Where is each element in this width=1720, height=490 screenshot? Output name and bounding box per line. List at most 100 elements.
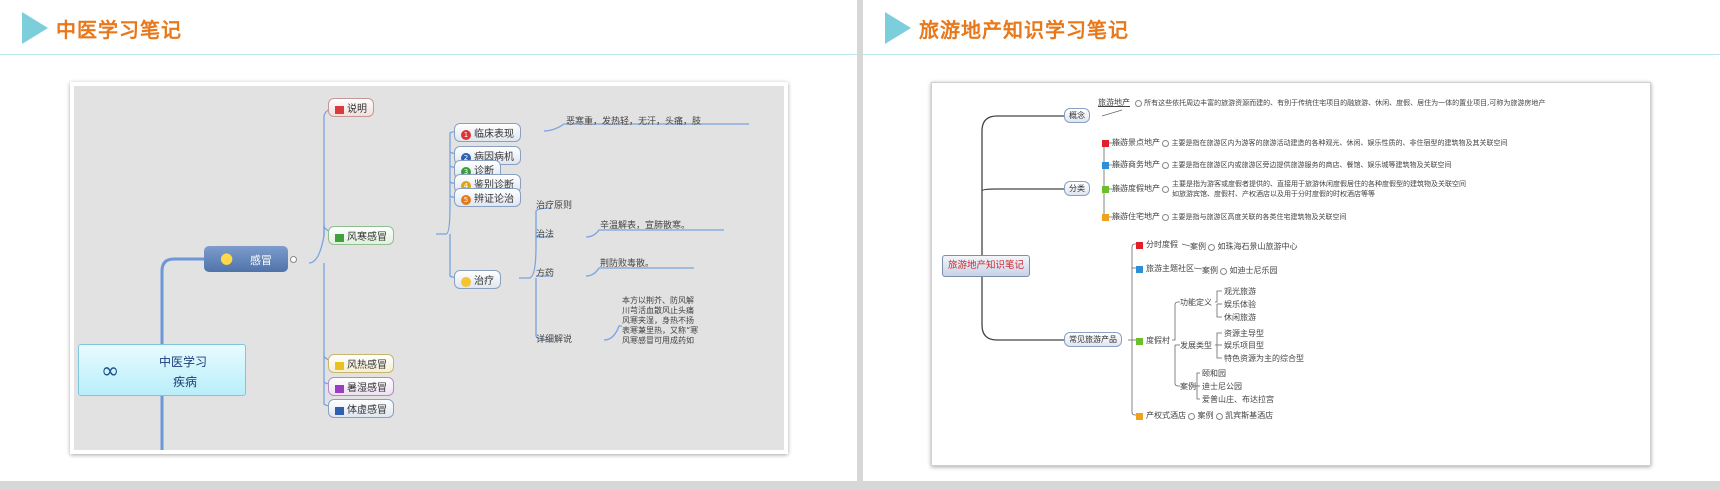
case-text: 如迪士尼乐园 (1229, 266, 1278, 275)
product-label[interactable]: 产权式酒店 (1146, 411, 1186, 420)
main-topic-node[interactable]: ● 感冒 (204, 246, 288, 272)
zhiliao-prescription[interactable]: 方药 (536, 269, 555, 279)
branch-tixu[interactable]: 体虚感冒 (328, 399, 394, 418)
case-item: 颐和园 (1202, 369, 1226, 378)
details-line: 表寒兼里热，又称“寒 (622, 326, 699, 335)
prescription-text: 荆防败毒散。 (600, 259, 655, 269)
branch-gainian[interactable]: 概念 (1064, 108, 1090, 123)
branch-shushi[interactable]: 暑湿感冒 (328, 377, 394, 396)
case-label[interactable]: 案例 (1197, 411, 1214, 420)
gongneng-item: 观光旅游 (1224, 287, 1256, 296)
branch-label: 体虚感冒 (347, 405, 387, 416)
expand-toggle[interactable] (1188, 412, 1195, 420)
category-row: 旅游商务地产 主要是指在旅游区内或旅游区旁边提供旅游服务的商店、餐馆、娱乐城等建… (1102, 159, 1452, 170)
case-row: 案例 如迪士尼乐园 (1202, 265, 1278, 276)
category-label[interactable]: 旅游住宅地产 (1112, 212, 1160, 221)
case-label[interactable]: 案例 (1190, 242, 1206, 251)
case-text: 凯宾斯基酒店 (1225, 411, 1274, 420)
fazhan-item: 特色资源为主的综合型 (1224, 354, 1304, 363)
branch-label: 说明 (347, 104, 367, 115)
product-dujiacun: 度假村 (1136, 335, 1170, 346)
category-row: 旅游住宅地产 主要是指与旅游区高度关联的各类住宅建筑物及关联空间 (1102, 211, 1347, 222)
category-text: 如旅游宾馆、度假村、产权酒店以及用于分时度假的时权酒店等等 (1172, 190, 1375, 198)
category-text: 主要是指为游客或度假者提供的、直接用于旅游休闲度假居住的各种度假型的建筑物及关联… (1172, 180, 1466, 188)
title-divider (0, 54, 857, 55)
product-label[interactable]: 分时度假 (1146, 240, 1178, 249)
category-label[interactable]: 旅游商务地产 (1112, 160, 1160, 169)
zhiliao-principle[interactable]: 治疗原则 (536, 201, 573, 211)
priority-blue-icon (1102, 161, 1109, 169)
category-text: 主要是指在旅游区内为游客的旅游活动建造的各种观光、休闲、娱乐性质的、非住宿型的建… (1171, 139, 1508, 147)
number-3-icon: 3 (461, 166, 471, 177)
case-row: 案例 如珠海石景山旅游中心 (1190, 241, 1298, 252)
case-text: 如珠海石景山旅游中心 (1217, 242, 1298, 251)
priority-green-icon (1102, 185, 1109, 193)
details-line: 本方以荆芥、防风解 (622, 296, 694, 305)
flag-icon (335, 406, 344, 415)
collapse-toggle[interactable] (290, 256, 297, 263)
case-label[interactable]: 案例 (1202, 266, 1218, 275)
expand-toggle[interactable] (1162, 185, 1169, 193)
slide-tourism-notes: 旅游地产知识学习笔记 (863, 0, 1720, 481)
subtopic-label: 临床表现 (474, 129, 514, 140)
expand-toggle[interactable] (1220, 267, 1227, 275)
method-text: 辛温解表，宣肺散寒。 (600, 221, 691, 231)
subtopic-label: 辨证论治 (474, 194, 514, 205)
flag-icon (335, 105, 344, 114)
root-node[interactable]: 旅游地产知识笔记 (942, 255, 1030, 277)
title-arrow-icon (885, 12, 911, 44)
slide-title-bar: 旅游地产知识学习笔记 (863, 8, 1720, 55)
subtopic-label: 诊断 (474, 166, 494, 177)
branch-shuoming[interactable]: 说明 (328, 98, 374, 117)
mindmap-connectors (160, 105, 749, 450)
glasses-icon: ∞ (101, 359, 120, 384)
subtopic-zhiliao[interactable]: 治疗 (454, 270, 501, 289)
branch-fengre[interactable]: 风热感冒 (328, 354, 394, 373)
flag-icon (335, 384, 344, 393)
details-line: 川芎活血散风止头痛 (622, 306, 694, 315)
product-label[interactable]: 旅游主题社区 (1146, 264, 1194, 273)
concept-text: 所有这些依托周边丰富的旅游资源而建的、有别于传统住宅项目的融旅游、休闲、度假、居… (1144, 99, 1546, 107)
branch-fenlei[interactable]: 分类 (1064, 181, 1090, 196)
branch-changjian[interactable]: 常见旅游产品 (1064, 332, 1122, 347)
root-node[interactable]: ∞ 中医学习 疾病 (78, 344, 246, 396)
branch-fenghan[interactable]: 风寒感冒 (328, 226, 394, 245)
number-1-icon: 1 (461, 129, 471, 140)
expand-toggle[interactable] (1215, 412, 1223, 420)
subtopic-label: 病因病机 (474, 152, 514, 163)
slide-title: 旅游地产知识学习笔记 (919, 18, 1129, 42)
expand-toggle[interactable] (1162, 139, 1169, 147)
fazhan-label[interactable]: 发展类型 (1180, 341, 1212, 350)
concept-label[interactable]: 旅游地产 (1098, 98, 1130, 107)
branch-label: 暑湿感冒 (347, 383, 387, 394)
root-line2: 疾病 (173, 375, 198, 389)
number-4-icon: 4 (461, 180, 471, 191)
priority-orange-icon (1136, 412, 1143, 420)
product-fenshi: 分时度假 (1136, 239, 1178, 250)
fazhan-item: 资源主导型 (1224, 329, 1264, 338)
category-label[interactable]: 旅游度假地产 (1112, 184, 1160, 193)
gongneng-item: 娱乐体验 (1224, 300, 1256, 309)
subtopic-label: 鉴别诊断 (474, 180, 514, 191)
category-row: 旅游景点地产 主要是指在旅游区内为游客的旅游活动建造的各种观光、休闲、娱乐性质的… (1102, 137, 1508, 148)
expand-toggle[interactable] (1162, 161, 1169, 169)
expand-toggle[interactable] (1134, 99, 1142, 107)
case-item: 迪士尼公园 (1202, 382, 1242, 391)
tourism-mindmap: 旅游地产知识笔记 概念 分类 常见旅游产品 旅游地产 所有这些依托周边丰富的旅游… (931, 82, 1651, 466)
slide-title: 中医学习笔记 (56, 18, 182, 42)
details-line: 风寒夹湿，身热不扬 (622, 316, 694, 325)
priority-red-icon (1136, 241, 1143, 249)
category-label[interactable]: 旅游景点地产 (1112, 138, 1160, 147)
zhiliao-details[interactable]: 详细解说 (536, 335, 573, 345)
details-text-block: 本方以荆芥、防风解 川芎活血散风止头痛 风寒夹湿，身热不扬 表寒兼里热，又称“寒… (622, 296, 698, 346)
product-label[interactable]: 度假村 (1146, 336, 1170, 345)
expand-toggle[interactable] (1208, 243, 1215, 251)
expand-toggle[interactable] (1162, 213, 1169, 221)
anli-label[interactable]: 案例 (1180, 382, 1196, 391)
gongneng-label[interactable]: 功能定义 (1180, 298, 1212, 307)
category-text-block: 主要是指为游客或度假者提供的、直接用于旅游休闲度假居住的各种度假型的建筑物及关联… (1172, 179, 1466, 199)
zhiliao-method[interactable]: 治法 (536, 230, 555, 240)
